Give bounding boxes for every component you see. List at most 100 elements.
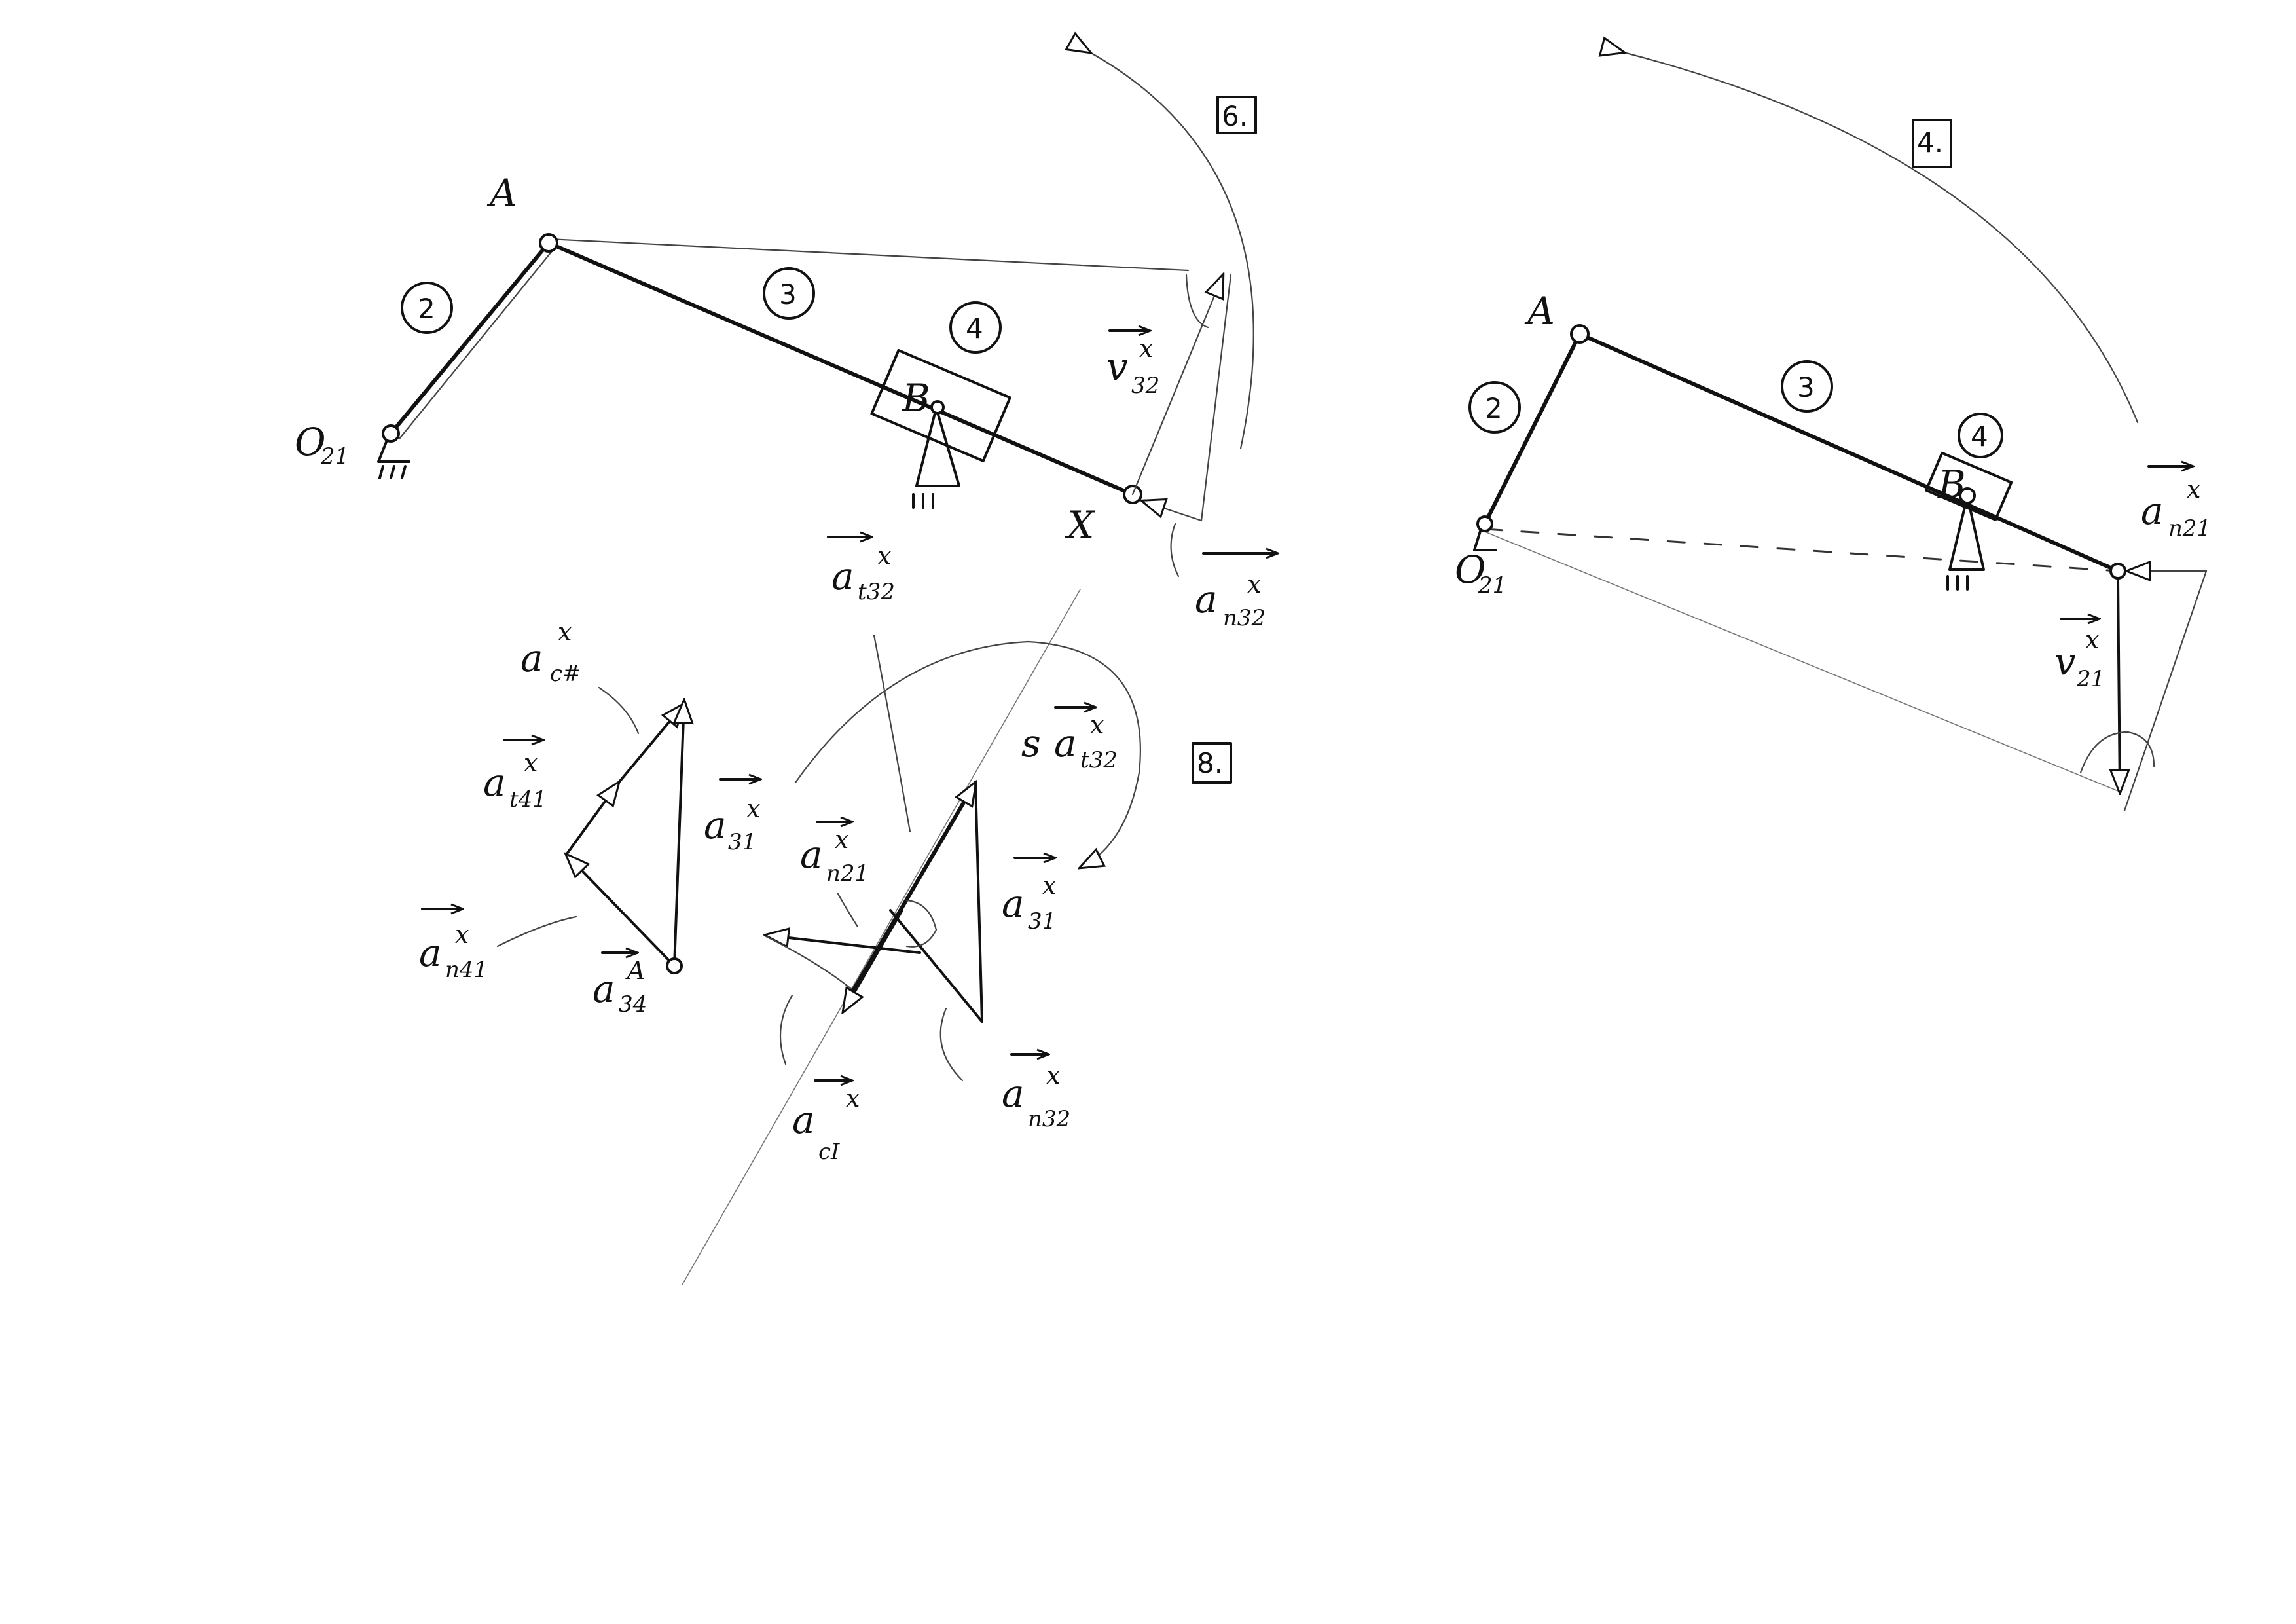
right-slider-4-number: 4 (1971, 420, 1988, 452)
right-slider-4-circle (1958, 413, 2003, 458)
left-large-arc (1090, 52, 1254, 450)
small-ac-sub: c# (550, 661, 581, 687)
left-link-2-edge (398, 248, 555, 440)
right-faint-line (1484, 531, 2122, 793)
right-joint-B (1959, 487, 1976, 504)
left-joint-A (539, 233, 558, 253)
right-v-base: v (2054, 639, 2076, 684)
left-at-sup: x (877, 542, 891, 570)
main-ac-sub: cI (818, 1139, 840, 1165)
right-an-sup: x (2187, 475, 2200, 504)
main-poly-large-arc (794, 640, 1141, 868)
left-label-O: O (295, 420, 326, 464)
main-poly-a31 (974, 781, 983, 1023)
main-an21-sup: x (835, 825, 848, 854)
right-v-sub: 21 (2076, 666, 2105, 692)
left-hatch-o2 (390, 465, 395, 479)
right-an-base: a (2141, 489, 2164, 533)
left-at-base: a (831, 554, 854, 599)
left-an-sub: n32 (1223, 605, 1266, 631)
main-at32-base: a (1054, 721, 1077, 766)
left-step-box (1216, 96, 1257, 134)
left-v-base: v (1106, 344, 1128, 389)
left-joint-B (930, 400, 945, 415)
main-a31-sup: x (1042, 871, 1056, 900)
accel-main-polygon (765, 634, 1141, 1082)
main-poly-right-angle (905, 899, 938, 948)
main-step-box-label: 8. (1197, 747, 1223, 779)
main-poly-shade (765, 935, 852, 990)
small-at-sub: t41 (509, 786, 547, 813)
right-mechanism (1473, 52, 2208, 812)
right-label-O-sub: 21 (1478, 572, 1506, 599)
small-a31-sub: 31 (728, 829, 756, 855)
small-a34-sub: 34 (619, 991, 647, 1018)
left-mechanism (377, 52, 1254, 1285)
small-an-base: a (419, 931, 442, 975)
main-at32-sup: x (1090, 710, 1104, 739)
small-at-base: a (483, 760, 506, 805)
left-label-B: B (902, 376, 930, 420)
right-link-3-number: 3 (1797, 371, 1815, 403)
left-closing-line (1200, 274, 1232, 522)
right-link-2 (1483, 332, 1582, 526)
small-poly-origin (666, 957, 683, 974)
left-arrow-at-X (1142, 501, 1203, 522)
left-label-O-sub: 21 (320, 443, 349, 470)
right-label-A: A (1524, 289, 1555, 333)
main-step-box (1192, 742, 1232, 784)
small-poly-an41 (565, 783, 619, 856)
main-at32-sub: t32 (1080, 747, 1118, 773)
left-slider-4 (870, 348, 1011, 462)
left-ground-o (377, 437, 410, 463)
small-an-sub: n41 (445, 957, 488, 983)
left-label-A: A (486, 171, 517, 215)
left-link-2-number: 2 (418, 293, 435, 325)
right-joint-O (1476, 515, 1493, 532)
right-dashed-line (1484, 528, 2119, 572)
left-link-2-circle (401, 282, 453, 334)
main-an32-base: a (1002, 1071, 1025, 1116)
main-ac-sup: x (846, 1084, 860, 1113)
small-poly-leader-an (496, 915, 577, 948)
right-link-3-circle (1781, 360, 1833, 413)
left-an-base: a (1195, 577, 1218, 621)
right-link-2-number: 2 (1485, 392, 1503, 424)
small-a34-base: a (592, 967, 615, 1011)
left-v-sub: 32 (1131, 373, 1159, 399)
right-slider-4 (1925, 451, 2013, 521)
main-poly-leader-at (873, 634, 911, 833)
main-an21-base: a (800, 832, 823, 877)
small-a31-sup: x (746, 794, 760, 823)
small-at-sup: x (524, 748, 538, 777)
main-an32-sup: x (1046, 1061, 1060, 1090)
left-hatch-o1 (378, 465, 384, 479)
right-v-sup: x (2085, 625, 2099, 654)
right-joint-X (2109, 563, 2126, 580)
main-poly-an32 (889, 909, 983, 1023)
main-an21-sub: n21 (826, 860, 869, 887)
main-a31-sub: 31 (1028, 908, 1056, 934)
accel-small-polygon (496, 686, 684, 974)
main-poly-leader-an32 (939, 1007, 964, 1082)
left-link-3-number: 3 (779, 278, 797, 310)
right-label-B: B (1937, 462, 1966, 507)
left-link-3-circle (763, 267, 815, 320)
right-link-3 (1578, 332, 2120, 573)
left-right-angle-arc (1185, 274, 1209, 329)
main-poly-leader-an21 (837, 893, 859, 928)
small-an-sup: x (455, 920, 469, 949)
small-poly-a34 (566, 855, 676, 967)
left-link-2 (389, 241, 551, 435)
right-velocity-v21 (2118, 578, 2120, 792)
main-poly-leader-ac (779, 994, 793, 1065)
right-large-arc (1624, 52, 2139, 424)
left-label-X: X (1065, 503, 1096, 547)
small-a34-sup: A (625, 956, 645, 985)
right-step-box-label: 4. (1917, 126, 1943, 158)
left-slider-4-number: 4 (966, 312, 983, 344)
small-poly-a31 (674, 701, 684, 967)
right-link-2-circle (1468, 381, 1521, 434)
